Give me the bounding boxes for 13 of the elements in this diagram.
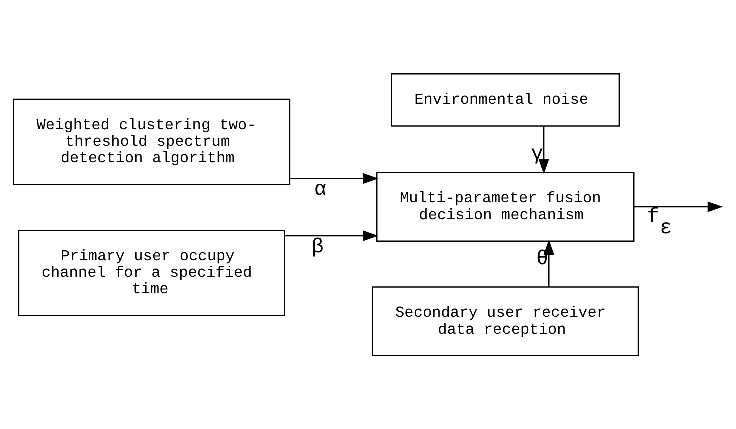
node-box: Environmental noise <box>391 72 620 126</box>
arrow <box>290 172 379 184</box>
edge-label: β <box>312 236 324 259</box>
edge-label: α <box>314 178 327 202</box>
node-box: Weighted clustering two-threshold spectrum detection algorithm <box>13 98 291 185</box>
arrow <box>634 201 724 212</box>
node-box: Primary user occupy channel for a specified time <box>18 229 286 316</box>
arrow <box>538 126 550 174</box>
arrow <box>544 239 554 287</box>
arrow <box>285 230 379 241</box>
node-box: Secondary user receiver data reception <box>372 286 640 356</box>
node-box: Multi-parameter fusion decision mechanism <box>376 172 635 242</box>
edge-label: γ <box>531 142 544 166</box>
